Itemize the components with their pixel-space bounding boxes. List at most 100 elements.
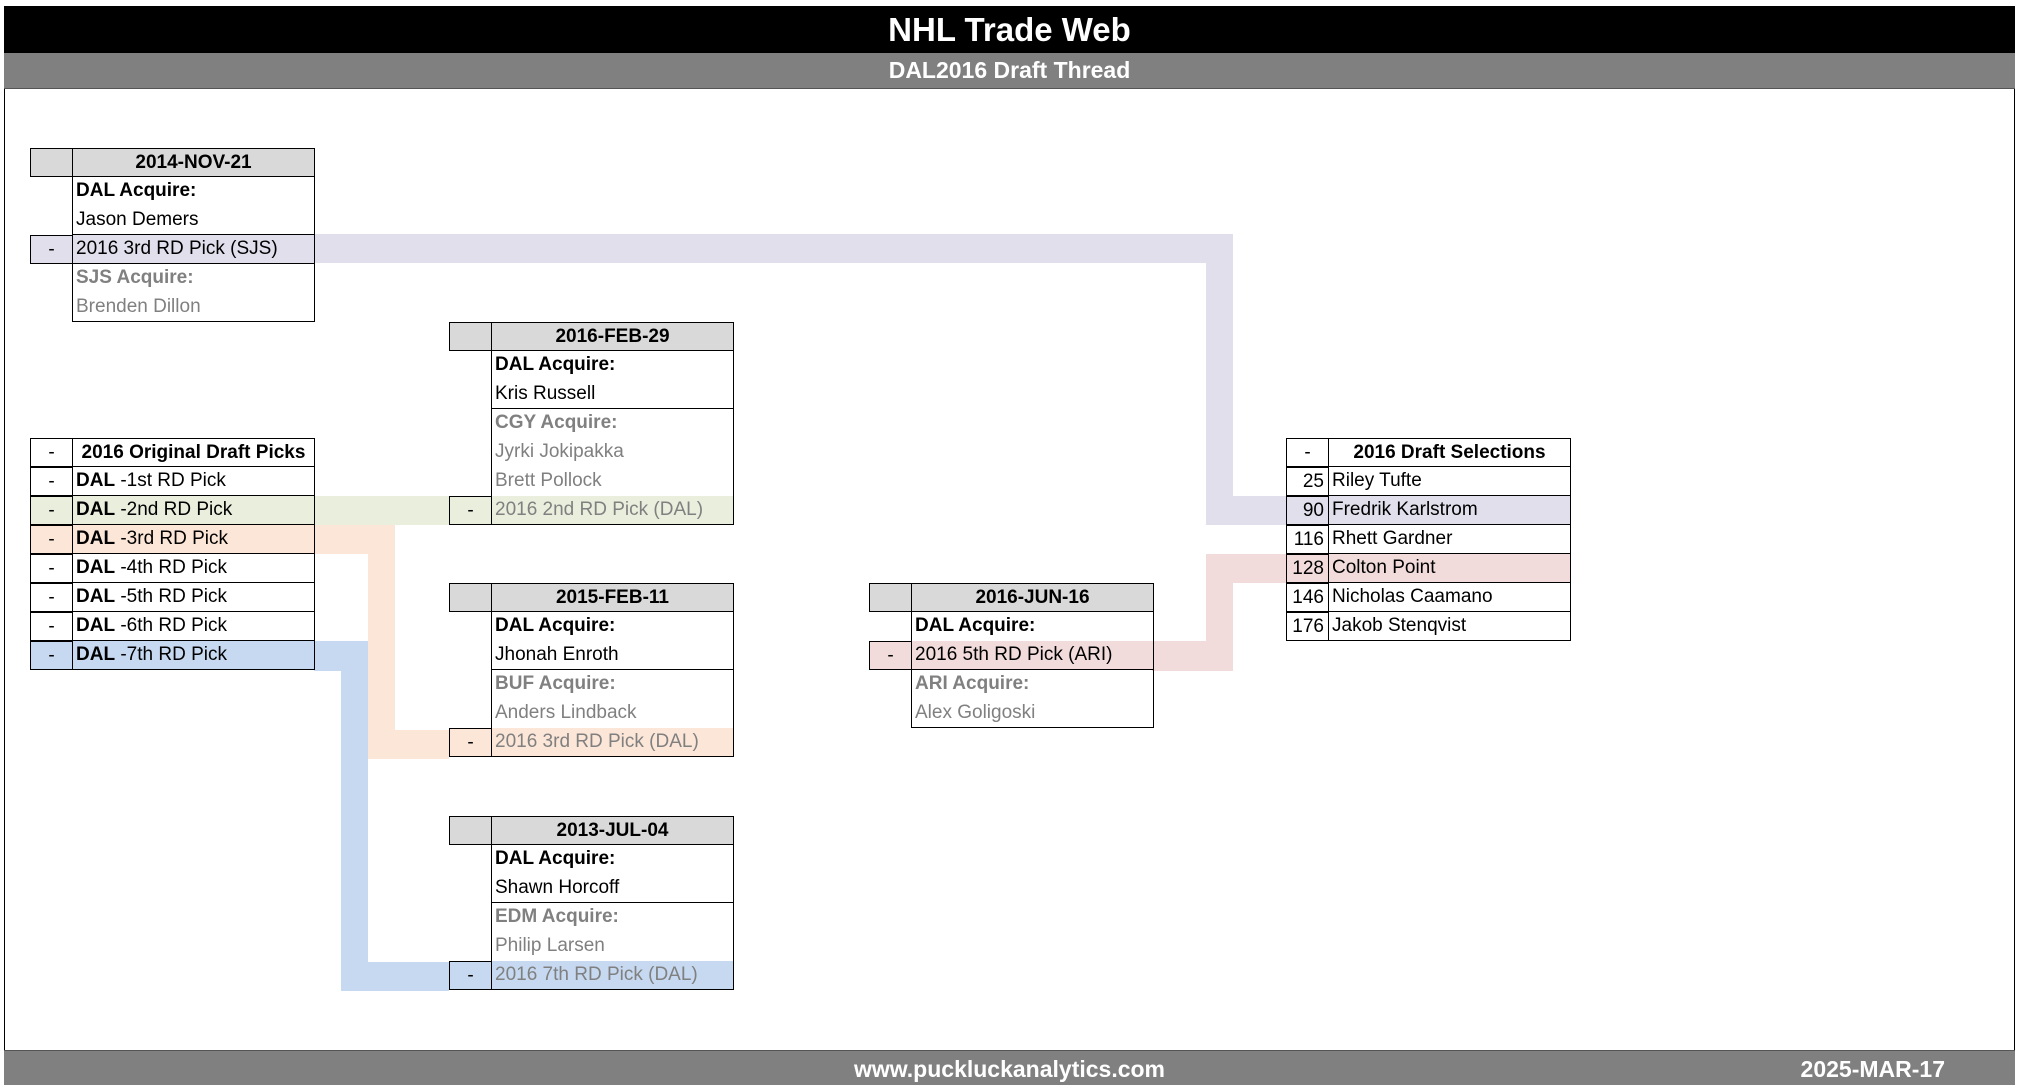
box-row: Jyrki Jokipakka bbox=[449, 438, 734, 467]
box-row: -DAL -6th RD Pick bbox=[30, 612, 315, 641]
row-num-cell bbox=[449, 438, 491, 467]
row-num-cell bbox=[449, 874, 491, 903]
row-text: EDM Acquire: bbox=[491, 903, 734, 932]
box-row: DAL Acquire: bbox=[869, 612, 1154, 641]
row-num-cell: - bbox=[30, 525, 72, 554]
row-text: DAL -1st RD Pick bbox=[72, 467, 315, 496]
box-header-row: 2016-FEB-29 bbox=[449, 322, 734, 351]
box-row: DAL Acquire: bbox=[449, 351, 734, 380]
row-num-cell bbox=[449, 699, 491, 728]
row-text: 2016 3rd RD Pick (DAL) bbox=[491, 728, 734, 757]
box-row: -DAL -5th RD Pick bbox=[30, 583, 315, 612]
box-row[interactable]: -2016 5th RD Pick (ARI) bbox=[869, 641, 1154, 670]
box-row[interactable]: -DAL -7th RD Pick bbox=[30, 641, 315, 670]
row-num-cell bbox=[449, 467, 491, 496]
header-num-cell bbox=[449, 816, 491, 845]
box-row[interactable]: -2016 3rd RD Pick (DAL) bbox=[449, 728, 734, 757]
original-draft-picks-box: -2016 Original Draft Picks-DAL -1st RD P… bbox=[30, 438, 315, 670]
row-num-cell bbox=[449, 845, 491, 874]
box-row[interactable]: -DAL -2nd RD Pick bbox=[30, 496, 315, 525]
row-num-cell bbox=[449, 612, 491, 641]
row-text: CGY Acquire: bbox=[491, 409, 734, 438]
box-row: DAL Acquire: bbox=[449, 612, 734, 641]
row-text: Fredrik Karlstrom bbox=[1328, 496, 1571, 525]
row-text: 2016 7th RD Pick (DAL) bbox=[491, 961, 734, 990]
connector-blue bbox=[341, 641, 368, 991]
connector-orange bbox=[368, 730, 449, 759]
row-text: Riley Tufte bbox=[1328, 467, 1571, 496]
connector-green bbox=[314, 496, 449, 525]
row-num-cell bbox=[30, 206, 72, 235]
row-text: Brett Pollock bbox=[491, 467, 734, 496]
row-text: DAL -2nd RD Pick bbox=[72, 496, 315, 525]
box-row[interactable]: -2016 2nd RD Pick (DAL) bbox=[449, 496, 734, 525]
row-num-cell: - bbox=[449, 961, 491, 990]
row-text: Shawn Horcoff bbox=[491, 874, 734, 903]
row-num-cell: 25 bbox=[1286, 467, 1328, 496]
box-header-row: -2016 Original Draft Picks bbox=[30, 438, 315, 467]
box-header-title: 2016-JUN-16 bbox=[911, 583, 1154, 612]
row-num-cell bbox=[449, 670, 491, 699]
row-text: Jakob Stenqvist bbox=[1328, 612, 1571, 641]
row-text: DAL -3rd RD Pick bbox=[72, 525, 315, 554]
row-text: DAL Acquire: bbox=[72, 177, 315, 206]
box-header-row: -2016 Draft Selections bbox=[1286, 438, 1571, 467]
row-num-cell bbox=[449, 903, 491, 932]
row-text: Colton Point bbox=[1328, 554, 1571, 583]
row-num-cell: - bbox=[30, 641, 72, 670]
row-text: DAL -5th RD Pick bbox=[72, 583, 315, 612]
row-team-prefix: DAL bbox=[76, 586, 116, 607]
row-team-prefix: DAL bbox=[76, 499, 116, 520]
box-row[interactable]: -2016 3rd RD Pick (SJS) bbox=[30, 235, 315, 264]
box-row: Jason Demers bbox=[30, 206, 315, 235]
row-num-cell: - bbox=[30, 235, 72, 264]
box-row: DAL Acquire: bbox=[30, 177, 315, 206]
connector-pink bbox=[1206, 554, 1286, 583]
row-text: Alex Goligoski bbox=[911, 699, 1154, 728]
connector-purple bbox=[314, 234, 1233, 263]
row-num-cell: - bbox=[30, 612, 72, 641]
row-text: DAL Acquire: bbox=[491, 845, 734, 874]
row-text: BUF Acquire: bbox=[491, 670, 734, 699]
box-header-title: 2015-FEB-11 bbox=[491, 583, 734, 612]
box-header-title: 2016-FEB-29 bbox=[491, 322, 734, 351]
row-num-cell: 128 bbox=[1286, 554, 1328, 583]
row-num-cell bbox=[30, 264, 72, 293]
row-team-prefix: DAL bbox=[76, 470, 116, 491]
row-team-prefix: DAL bbox=[76, 615, 116, 636]
row-text: Rhett Gardner bbox=[1328, 525, 1571, 554]
header-num-cell: - bbox=[30, 438, 72, 467]
footer: www.puckluckanalytics.com 2025-MAR-17 bbox=[4, 1050, 2015, 1085]
box-row: Brenden Dillon bbox=[30, 293, 315, 322]
box-header-title: 2016 Original Draft Picks bbox=[72, 438, 315, 467]
row-text: Jyrki Jokipakka bbox=[491, 438, 734, 467]
footer-url-link[interactable]: www.puckluckanalytics.com bbox=[853, 1056, 1166, 1082]
row-text: SJS Acquire: bbox=[72, 264, 315, 293]
row-text: DAL -4th RD Pick bbox=[72, 554, 315, 583]
row-num-cell: - bbox=[449, 728, 491, 757]
row-text: Kris Russell bbox=[491, 380, 734, 409]
box-row: Alex Goligoski bbox=[869, 699, 1154, 728]
header-num-cell: - bbox=[1286, 438, 1328, 467]
box-row: Anders Lindback bbox=[449, 699, 734, 728]
box-row[interactable]: -DAL -3rd RD Pick bbox=[30, 525, 315, 554]
box-row: CGY Acquire: bbox=[449, 409, 734, 438]
row-num-cell bbox=[869, 612, 911, 641]
row-text: DAL Acquire: bbox=[491, 351, 734, 380]
box-header-row: 2015-FEB-11 bbox=[449, 583, 734, 612]
header-num-cell bbox=[449, 583, 491, 612]
row-num-cell: 146 bbox=[1286, 583, 1328, 612]
box-row[interactable]: -2016 7th RD Pick (DAL) bbox=[449, 961, 734, 990]
header-num-cell bbox=[30, 148, 72, 177]
box-header-row: 2016-JUN-16 bbox=[869, 583, 1154, 612]
